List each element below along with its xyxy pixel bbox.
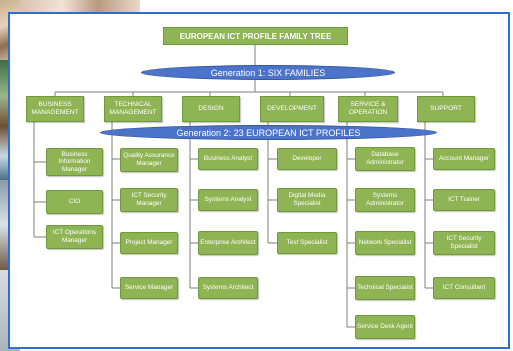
profile-digital-media-specialist: Digital Media Specialist xyxy=(277,188,337,212)
background-photo xyxy=(20,0,140,12)
profile-cio: CIO xyxy=(46,190,103,214)
profile-service-desk-agent: Service Desk Agent xyxy=(355,315,415,339)
diagram-title: EUROPEAN ICT PROFILE FAMILY TREE xyxy=(163,27,348,45)
profile-systems-analyst: Systems Analyst xyxy=(198,189,258,211)
profile-ict-operations-manager: ICT Operations Manager xyxy=(46,225,103,249)
profile-quality-assurance-manager: Quality Assurance Manager xyxy=(120,148,178,172)
family-development: DEVELOPMENT xyxy=(260,96,324,122)
profile-business-analyst: Business Analyst xyxy=(198,148,258,170)
profile-network-specialist: Network Specialist xyxy=(355,231,415,255)
profile-systems-administrator: Systems Administrator xyxy=(355,188,415,212)
family-support: SUPPORT xyxy=(417,96,475,122)
profile-ict-security-specialist: ICT Security Specialist xyxy=(433,231,495,255)
profile-service-manager: Service Manager xyxy=(120,277,178,299)
family-design: DESIGN xyxy=(182,96,240,122)
profile-ict-trainer: ICT Trainer xyxy=(433,189,495,211)
generation-1-label: Generation 1: SIX FAMILIES xyxy=(141,65,395,80)
profile-test-specialist: Test Specialist xyxy=(277,232,337,254)
family-service-operation: SERVICE & OPERATION xyxy=(338,96,398,122)
profile-ict-consultant: ICT Consultant xyxy=(433,277,495,299)
profile-ict-security-manager: ICT Security Manager xyxy=(120,188,178,212)
profile-account-manager: Account Manager xyxy=(433,148,495,170)
profile-project-manager: Project Manager xyxy=(120,232,178,254)
profile-business-information-manager: Business Information Manager xyxy=(46,148,103,176)
profile-enterprise-architect: Enterprise Architect xyxy=(198,231,258,255)
profile-database-administrator: Database Administrator xyxy=(355,147,415,171)
family-business-management: BUSINESS MANAGEMENT xyxy=(26,96,84,122)
family-technical-management: TECHNICAL MANAGEMENT xyxy=(104,96,162,122)
generation-2-label: Generation 2: 23 EUROPEAN ICT PROFILES xyxy=(100,125,437,140)
profile-technical-specialist: Technical Specialist xyxy=(355,276,415,300)
profile-systems-architect: Systems Architect xyxy=(198,277,258,299)
profile-developer: Developer xyxy=(277,148,337,170)
